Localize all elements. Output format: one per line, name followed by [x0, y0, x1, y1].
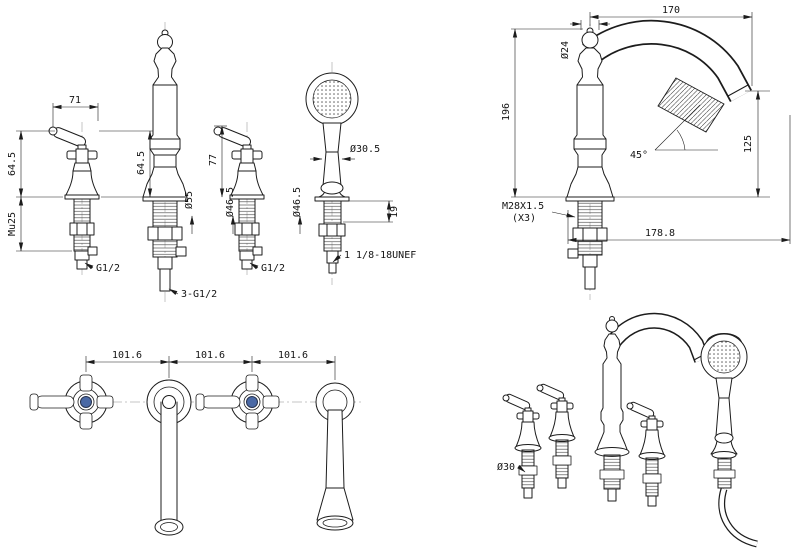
handle-front-left	[48, 121, 100, 276]
spray-face	[312, 79, 352, 119]
dim-text-g12-left: G1/2	[96, 263, 120, 274]
dim-text-spacing-2: 101.6	[195, 350, 225, 361]
dim-text-dia30: Ø30	[497, 461, 515, 473]
top-view: 101.6 101.6 101.6	[29, 350, 362, 536]
front-view: 71 64.5 Mu25 64.5 77 Ø55 Ø46.5 Ø46.5 Ø30…	[7, 22, 416, 305]
spout-side	[565, 19, 752, 290]
dim-text-unef: 1 1/8-18UNEF	[344, 250, 416, 261]
handle-persp-3	[626, 400, 666, 507]
handle-persp-1	[502, 392, 542, 499]
dim-hole-spacing: 101.6 101.6 101.6	[85, 350, 336, 380]
dim-dia-shank: Ø30	[497, 461, 526, 473]
dim-reach-top: 170	[589, 5, 753, 86]
dim-text-64-5-left: 64.5	[7, 152, 18, 176]
dim-text-3g12: 3-G1/2	[181, 289, 217, 300]
dim-text-g12-right: G1/2	[261, 263, 285, 274]
dim-height: 196	[501, 28, 583, 198]
side-view: 170 Ø24 196 125 45° M28X1.5 (X3) 178.8	[501, 5, 791, 300]
dim-lever-width: 71	[52, 95, 99, 127]
dim-text-77: 77	[208, 154, 219, 166]
dim-text-170: 170	[662, 5, 680, 16]
spray-face	[707, 340, 741, 374]
dim-text-dia46-5-a: Ø46.5	[224, 187, 236, 217]
dim-text-19: 19	[389, 206, 400, 218]
dim-text-spacing-1: 101.6	[112, 350, 142, 361]
handle-top-right	[195, 374, 280, 430]
handle-persp-2	[536, 382, 576, 489]
dim-text-125: 125	[743, 135, 754, 153]
dim-text-196: 196	[501, 103, 512, 121]
spout-perspective	[594, 312, 710, 502]
spout-top	[146, 379, 192, 536]
dim-text-71: 71	[69, 95, 81, 106]
handle-front-right	[213, 121, 265, 276]
dim-height-right: 77	[208, 125, 227, 198]
dim-text-dia46-5-b: Ø46.5	[291, 187, 303, 217]
dim-inlet-right: G1/2	[249, 262, 285, 274]
dim-inlet-center: 3-G1/2	[168, 288, 217, 300]
dim-height-left: 64.5	[7, 130, 63, 198]
dim-cradle-height: 19	[343, 200, 400, 223]
dim-text-dia24: Ø24	[559, 41, 571, 59]
dim-text-dia55: Ø55	[183, 191, 195, 209]
dim-reach-total: 178.8	[567, 115, 791, 244]
shower-holder-section	[657, 77, 725, 133]
dim-mount-thread: M28X1.5 (X3)	[502, 201, 576, 224]
dim-dia-handle-base-1: Ø46.5	[224, 187, 236, 234]
dim-dia-spout-base: Ø55	[183, 191, 195, 234]
dim-text-64-5-mid: 64.5	[136, 151, 147, 175]
dim-text-178-8: 178.8	[645, 228, 675, 239]
dim-text-spacing-3: 101.6	[278, 350, 308, 361]
dim-text-dia30-5: Ø30.5	[350, 143, 380, 155]
hand-shower-perspective	[700, 333, 758, 548]
dim-text-deck-max: Mu25	[7, 212, 18, 236]
dim-text-m28-qty: (X3)	[512, 213, 536, 224]
dim-hose-thread: 1 1/8-18UNEF	[332, 250, 416, 263]
dim-dia-shower: Ø30.5	[310, 143, 380, 162]
dim-dia-handle-base-2: Ø46.5	[291, 187, 303, 234]
dim-text-m28: M28X1.5	[502, 201, 544, 212]
dim-inlet-left: G1/2	[84, 262, 120, 274]
dim-deck-thickness: Mu25	[7, 196, 72, 252]
spout-front	[142, 22, 188, 305]
hand-shower-front	[305, 62, 359, 285]
shower-top	[315, 382, 355, 531]
dim-text-45: 45°	[630, 150, 648, 161]
dim-angle: 45°	[630, 104, 718, 161]
dim-dia-tube: Ø24	[559, 20, 610, 59]
dim-outlet-height: 125	[614, 90, 770, 198]
perspective-view: Ø30	[497, 312, 758, 548]
handle-top-left	[29, 374, 114, 430]
dim-height-mid: 64.5	[99, 130, 153, 198]
